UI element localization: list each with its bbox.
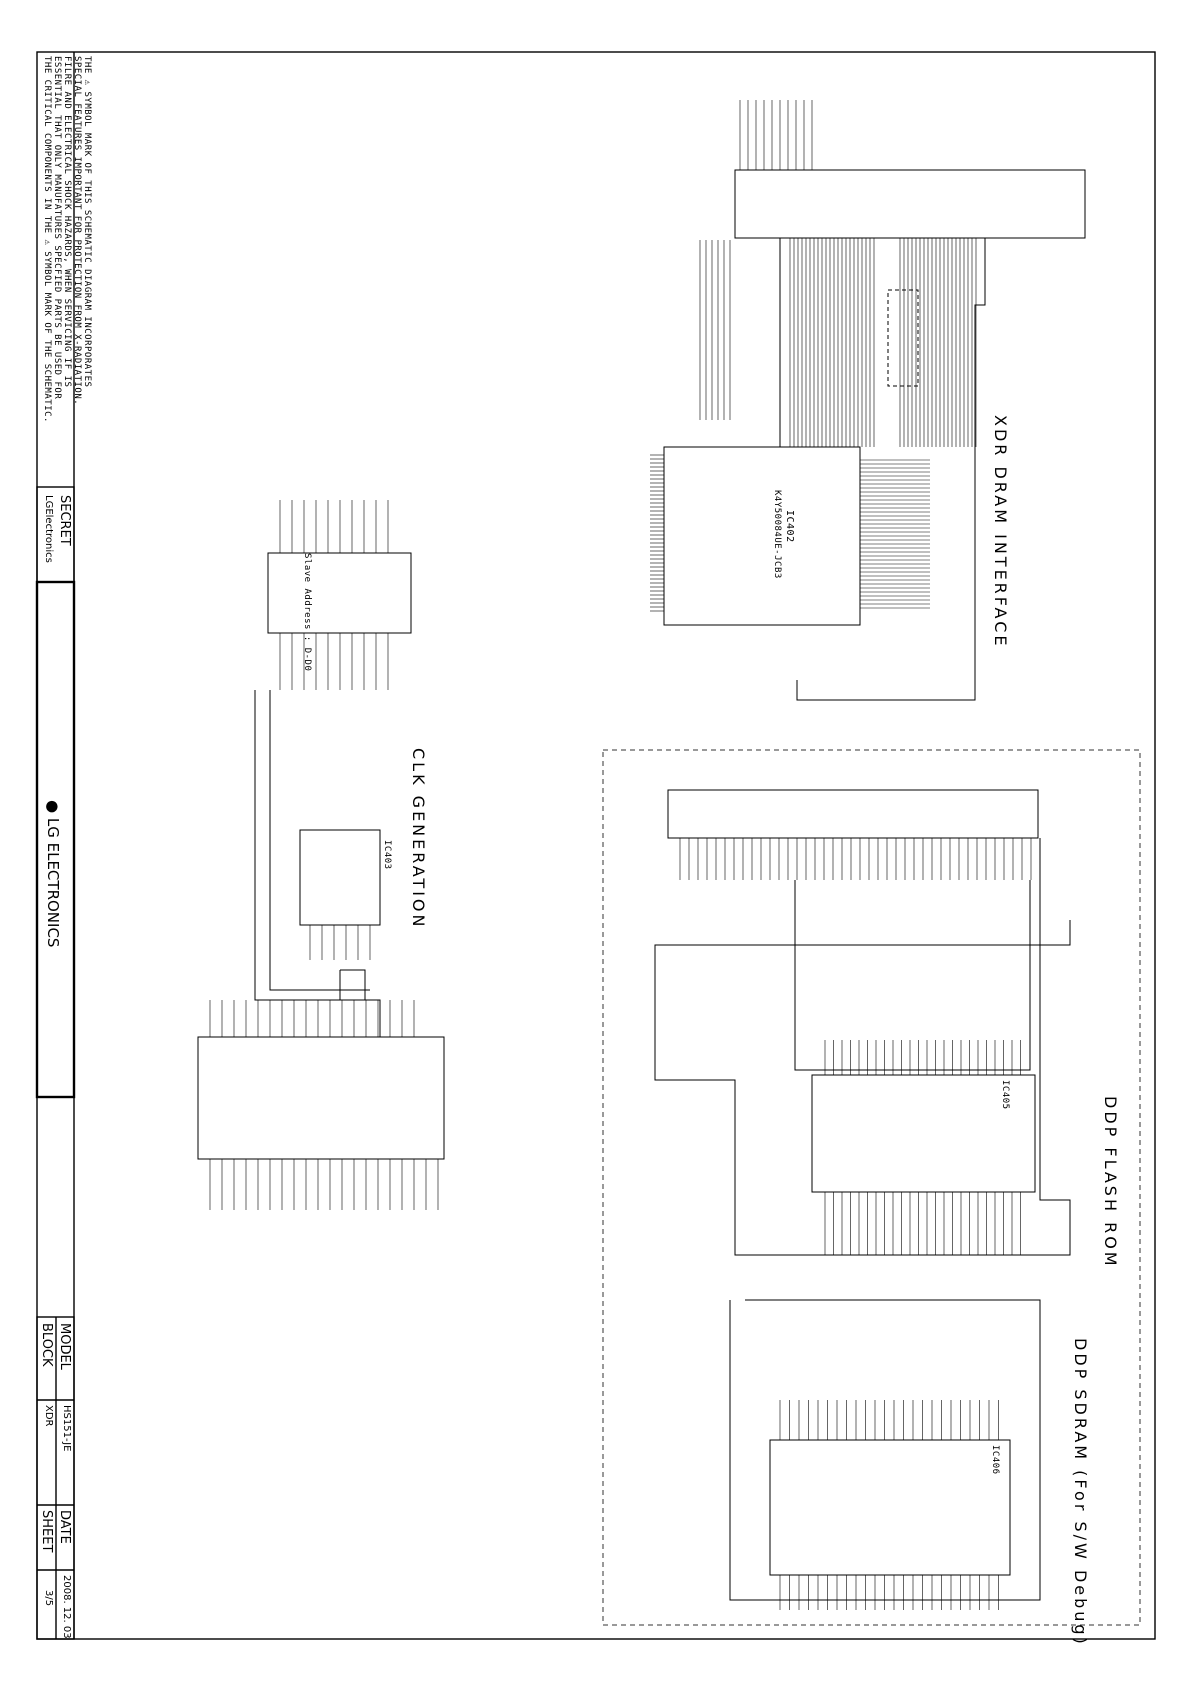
ddp-dashed-border (602, 749, 1141, 1626)
clk-gen-chip (299, 829, 381, 926)
model-value: HS151-JE (61, 1405, 72, 1452)
brand-name: ● LG ELECTRONICS (44, 800, 62, 947)
xdr-dram-chip (663, 446, 861, 626)
brand-box (35, 580, 76, 1099)
sheet-label: SHEET (39, 1510, 54, 1553)
section-clk-title: CLK GENERATION (409, 748, 428, 930)
flash-chip-ref: IC405 (1000, 1080, 1010, 1110)
section-flash-title: DDP FLASH ROM (1101, 1096, 1120, 1269)
section-sdram-title: DDP SDRAM (For S/W Debug) (1071, 1338, 1090, 1647)
header-note-line-4: ESSENTIAL THAT ONLY MANUFATURES SPECFIED… (52, 56, 62, 400)
sdram-chip-ref: IC406 (990, 1445, 1000, 1475)
clk-slave-chip (267, 552, 412, 634)
sdram-chip (769, 1439, 1011, 1576)
brand-name-text: LG ELECTRONICS (44, 817, 62, 948)
slave-address: Slave Address : D-D0 (302, 553, 312, 672)
secret-label: SECRET (57, 495, 72, 546)
xdr-chip-part: K4Y50084UE-JCB3 (772, 490, 782, 579)
block-value: XDR (43, 1405, 54, 1427)
secret-company: LGElectronics (43, 495, 54, 563)
lg-logo-icon: ● (44, 800, 62, 814)
header-note-line-5: THE CRITICAL COMPONENTS IN THE ⚠ SYMBOL … (42, 56, 52, 423)
xdr-region (663, 169, 1086, 701)
date-label: DATE (57, 1510, 72, 1544)
flash-rom-chip (811, 1074, 1036, 1193)
ddp-connector (667, 789, 1039, 839)
date-value: 2008. 12. 03 (61, 1575, 72, 1639)
clk-chip-ref: IC403 (382, 840, 392, 870)
clk-region (197, 552, 445, 1160)
section-xdr-title: XDR DRAM INTERFACE (991, 415, 1010, 649)
model-label: MODEL (57, 1323, 72, 1370)
ddp-region (602, 749, 1141, 1626)
xdr-pin-lines (650, 100, 977, 612)
header-note-line-3: FILRE AND ELECTRICAL SHOCK HAZARDS, WHEN… (62, 56, 72, 388)
xdr-ddp-connector (734, 169, 1086, 239)
header-note-line-2: SPECIAL FEATURES IMPORTANT FOR PROTECTIO… (72, 56, 82, 406)
ddp-pin-lines (679, 838, 1032, 1610)
block-label: BLOCK (39, 1323, 54, 1367)
sheet-value: 3/5 (43, 1590, 54, 1607)
clk-driver-chip (197, 1036, 445, 1160)
header-note: THE ⚠ SYMBOL MARK OF THIS SCHEMATIC DIAG… (42, 56, 92, 423)
xdr-chip-ref: IC402 (784, 510, 795, 543)
clk-pin-lines (209, 500, 439, 1210)
header-note-line-1: THE ⚠ SYMBOL MARK OF THIS SCHEMATIC DIAG… (82, 56, 92, 388)
sheet-border (36, 51, 1156, 1640)
